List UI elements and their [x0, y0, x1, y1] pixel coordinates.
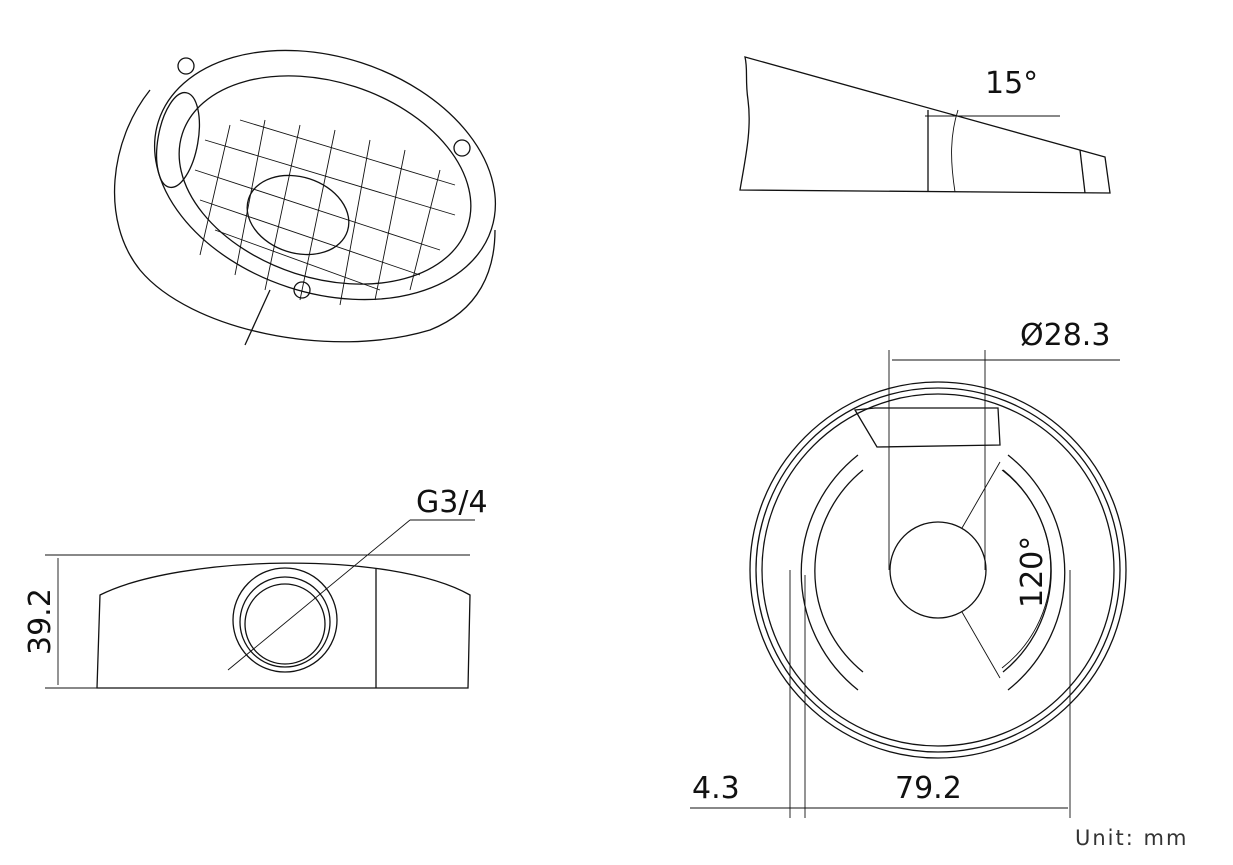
- thread-label: G3/4: [416, 485, 488, 520]
- isometric-view: [113, 49, 497, 346]
- slot-angle-label: 120°: [1015, 536, 1050, 608]
- outlet-diameter-label: Ø28.3: [1020, 318, 1110, 353]
- unit-label: Unit: mm: [1075, 826, 1188, 850]
- diameter-label: 79.2: [895, 771, 962, 806]
- height-label: 39.2: [23, 588, 58, 655]
- side-view: 15°: [739, 56, 1111, 194]
- wall-thickness-label: 4.3: [692, 771, 740, 806]
- bottom-view: Ø28.3 120° 4.3 79.2: [690, 318, 1127, 818]
- tilt-angle-label: 15°: [985, 66, 1038, 101]
- front-view: G3/4 39.2: [23, 485, 488, 689]
